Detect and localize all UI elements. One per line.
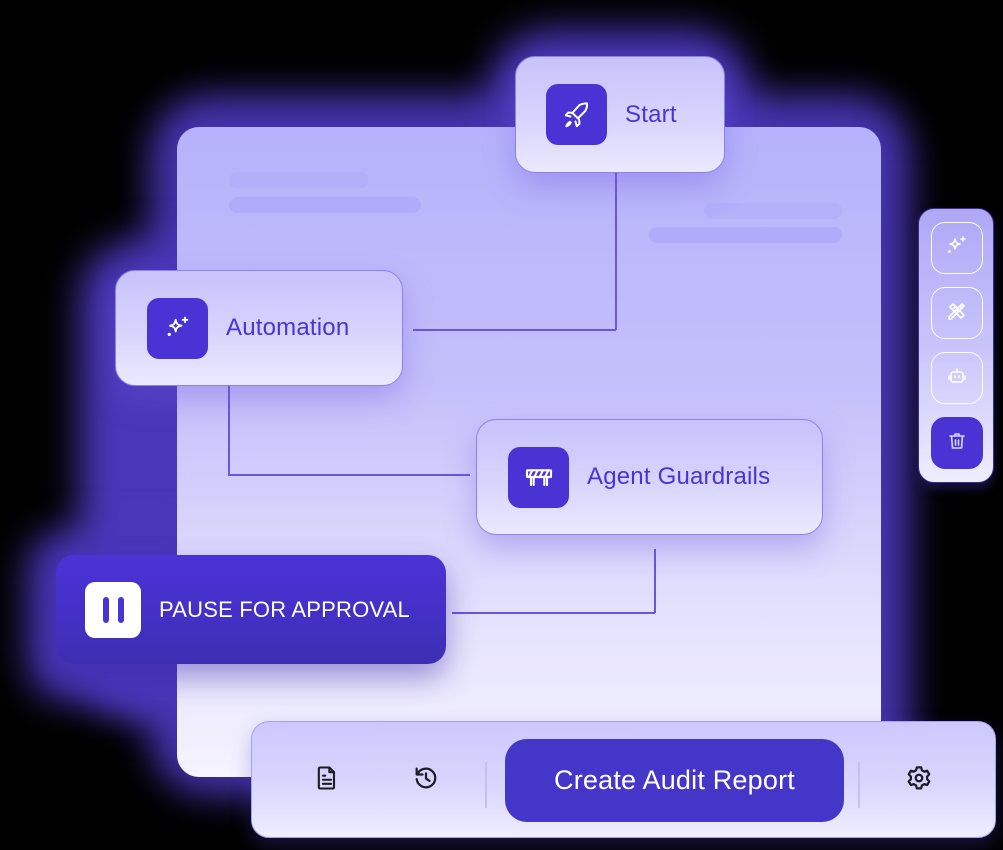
connector-line (228, 386, 230, 475)
pencil-ruler-icon (945, 299, 969, 328)
connector-line (413, 329, 616, 331)
robot-icon (945, 364, 969, 393)
connector-line (654, 549, 656, 613)
node-label: Start (625, 100, 677, 128)
divider (858, 762, 860, 808)
history-icon (412, 764, 440, 797)
rocket-icon (546, 84, 607, 145)
create-audit-report-button[interactable]: Create Audit Report (505, 739, 844, 822)
connector-line (615, 172, 617, 330)
trash-icon (945, 429, 969, 458)
gear-icon (904, 763, 934, 798)
placeholder-line (229, 197, 421, 213)
node-label: Agent Guardrails (587, 463, 771, 490)
placeholder-line (649, 227, 842, 243)
sparkles-icon (945, 234, 969, 263)
node-agent-guardrails[interactable]: Agent Guardrails (476, 419, 823, 535)
document-icon (313, 764, 341, 797)
connector-line (452, 612, 655, 614)
design-tools-button[interactable] (931, 287, 983, 339)
connector-line (228, 474, 470, 476)
document-button[interactable] (305, 758, 349, 802)
barrier-icon (508, 446, 569, 508)
bottom-action-bar: Create Audit Report (251, 721, 996, 838)
delete-button[interactable] (931, 417, 983, 469)
node-label: Automation (226, 314, 350, 341)
node-label: PAUSE FOR APPROVAL (159, 596, 410, 622)
sparkles-icon (147, 297, 208, 359)
history-button[interactable] (404, 758, 448, 802)
placeholder-line (704, 203, 842, 219)
side-toolbar (918, 208, 994, 483)
node-start[interactable]: Start (515, 56, 725, 173)
placeholder-line (229, 172, 369, 188)
divider (485, 762, 487, 808)
node-automation[interactable]: Automation (115, 270, 403, 386)
pause-icon (85, 581, 141, 638)
node-pause-for-approval[interactable]: PAUSE FOR APPROVAL (56, 555, 446, 664)
settings-button[interactable] (897, 758, 941, 802)
ai-sparkles-button[interactable] (931, 222, 983, 274)
bot-button[interactable] (931, 352, 983, 404)
